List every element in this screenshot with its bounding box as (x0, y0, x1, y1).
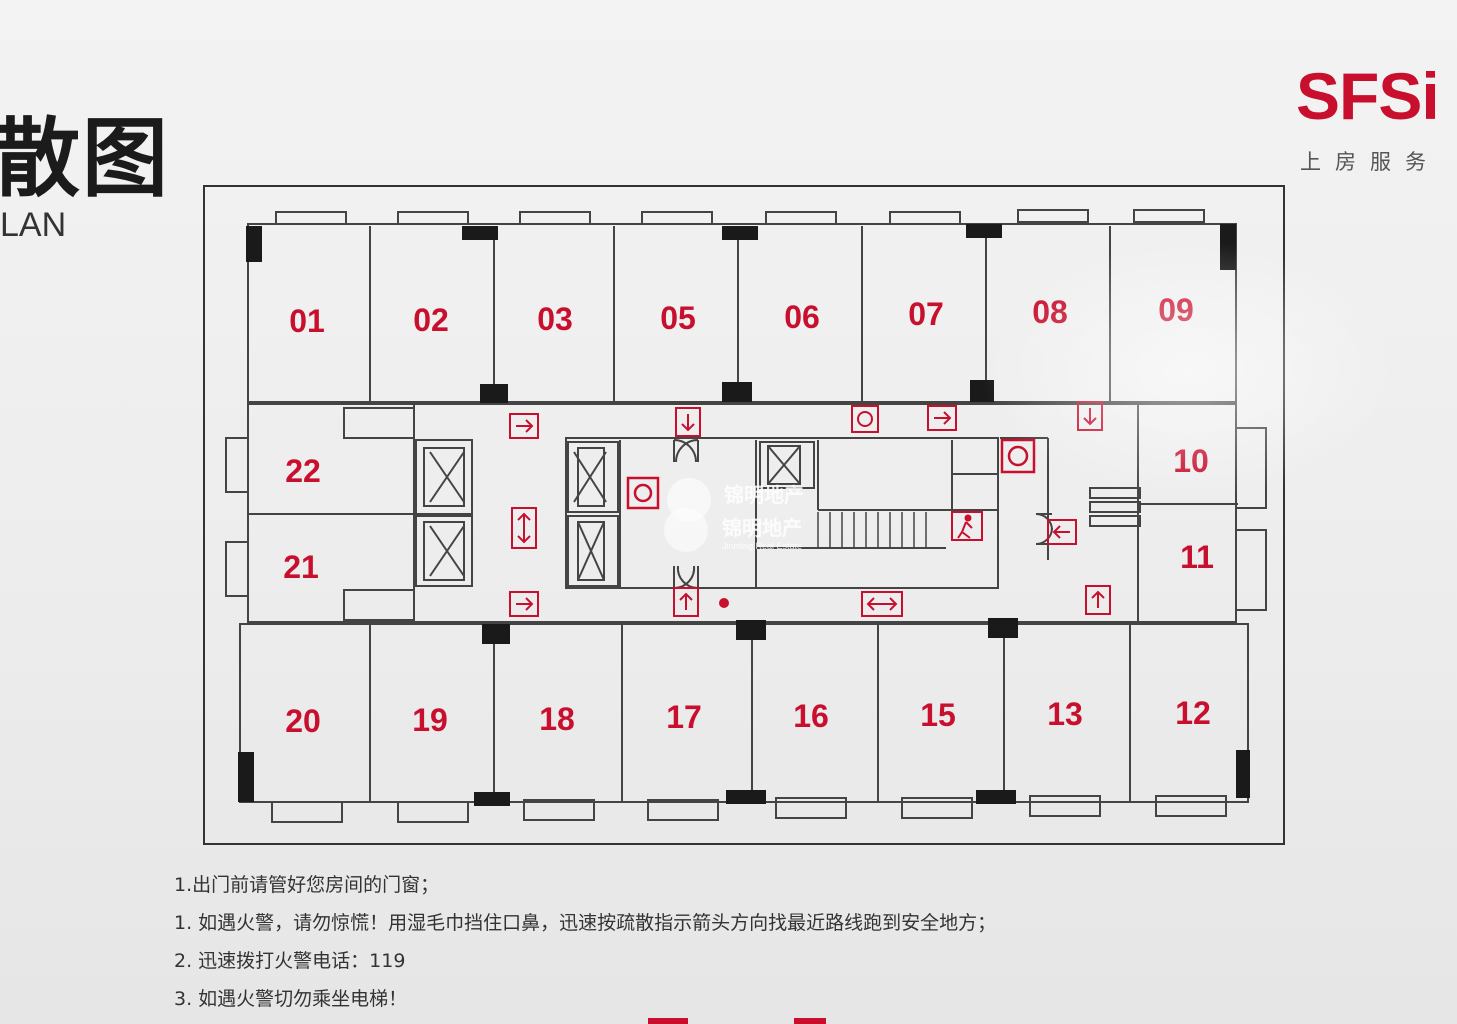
watermark-text: 锦明地产 (724, 483, 804, 507)
room-number: 19 (412, 702, 448, 738)
you-are-here-marker (719, 598, 729, 608)
room-number: 02 (413, 302, 449, 338)
room-number: 15 (920, 697, 956, 733)
bottom-columns (238, 618, 1250, 806)
watermark: 锦明地产 锦明地产 Jinming Real Estate (664, 478, 804, 552)
room-number: 05 (660, 300, 696, 336)
watermark-text: 锦明地产 (722, 516, 802, 540)
room-number: 06 (784, 299, 820, 335)
room-number: 21 (283, 549, 319, 585)
room-number: 22 (285, 453, 321, 489)
cropped-red-marks (648, 1018, 828, 1024)
room-number: 13 (1047, 696, 1083, 732)
elevator-icon (759, 441, 815, 489)
plan-frame (203, 185, 1285, 845)
room-number: 01 (289, 303, 325, 339)
evacuation-notes: 1.出门前请管好您房间的门窗； 1. 如遇火警，请勿惊慌！用湿毛巾挡住口鼻，迅速… (174, 866, 996, 1018)
sign-title: 散图 (0, 109, 170, 209)
top-columns (246, 224, 1236, 404)
room-number: 12 (1175, 695, 1211, 731)
elevator-icon (567, 515, 619, 587)
brand-logo: SFSi (1296, 59, 1440, 133)
core-block (565, 437, 999, 589)
fire-alarm-icon (851, 405, 879, 433)
room-number: 07 (908, 296, 944, 332)
watermark-text-en: Jinming Real Estate (722, 541, 802, 551)
note-line: 2. 迅速拨打火警电话：119 (174, 950, 406, 972)
room-number: 18 (539, 701, 575, 737)
exit-arrow-icon (509, 401, 1111, 617)
right-rooms (1137, 404, 1267, 622)
note-line: 3. 如遇火警切勿乘坐电梯！ (174, 988, 408, 1010)
sign-subtitle: LAN (0, 206, 67, 244)
elevator-icon (415, 439, 473, 515)
running-man-exit-icon (951, 511, 983, 541)
elevator-icon (415, 515, 473, 587)
stairs-icon (817, 512, 927, 548)
room-number: 20 (285, 703, 321, 739)
brand-logo-sub: 上房服务 (1300, 150, 1440, 174)
room-number: 03 (537, 301, 573, 337)
room-number: 11 (1180, 539, 1214, 575)
left-rooms (225, 404, 415, 622)
note-line: 1.出门前请管好您房间的门窗； (174, 874, 440, 896)
room-number: 09 (1158, 292, 1194, 328)
room-number: 17 (666, 699, 702, 735)
note-line: 1. 如遇火警，请勿惊慌！用湿毛巾挡住口鼻，迅速按疏散指示箭头方向找最近路线跑到… (174, 912, 997, 934)
room-number: 16 (793, 698, 829, 734)
room-number: 10 (1173, 443, 1209, 479)
room-number: 08 (1032, 294, 1068, 330)
elevator-icon (567, 441, 619, 513)
